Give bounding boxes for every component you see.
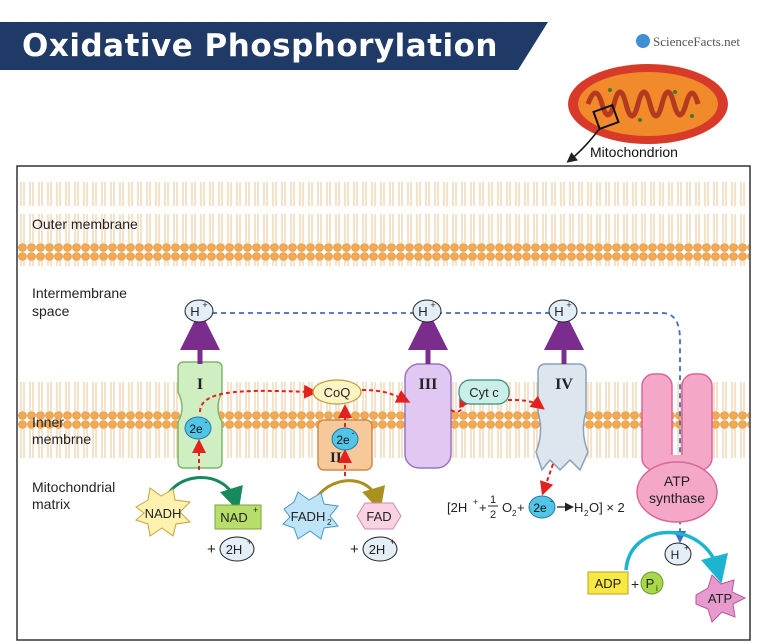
proton-bubble-2: H +: [412, 299, 442, 323]
proton-bubble-matrix: H +: [664, 542, 692, 566]
svg-text:-: -: [352, 428, 355, 438]
fad-molecule: [356, 502, 402, 530]
outer-membrane: [18, 182, 749, 266]
svg-text:+: +: [684, 543, 689, 553]
nadh-molecule: [135, 487, 192, 537]
electron-path-iv-water: [540, 463, 554, 496]
inner-membrane-label-2: membrne: [32, 431, 91, 447]
adp-plus-sign: +: [631, 576, 639, 592]
fad-2h-bubble: [362, 536, 398, 562]
electron-bubble-ii: 2e -: [331, 427, 359, 451]
inner-membrane: [18, 376, 749, 460]
electron-path-i-coq: [199, 384, 318, 413]
svg-text:[2H: [2H: [447, 500, 467, 515]
inner-membrane-label-1: Inner: [32, 414, 64, 430]
outer-membrane-label: Outer membrane: [32, 216, 138, 232]
nadh-label: NADH: [145, 506, 182, 521]
brand-logo: ScienceFacts.net: [636, 34, 740, 50]
svg-text:2: 2: [490, 509, 496, 521]
matrix-label-2: matrix: [32, 496, 70, 512]
atp-synthase-label-1: ATP: [664, 473, 690, 489]
fadh-molecule: [282, 491, 339, 540]
svg-text:2: 2: [327, 518, 332, 527]
adp-label: ADP: [595, 576, 622, 591]
svg-text:H: H: [190, 304, 199, 319]
intermembrane-label-2: space: [32, 303, 70, 319]
electron-path-cytc-iv: [507, 395, 545, 410]
svg-text:1: 1: [490, 494, 496, 506]
complex-iv: [535, 363, 589, 472]
nad-label: NAD: [220, 510, 247, 525]
title-banner: [0, 22, 548, 70]
svg-text:2H: 2H: [226, 542, 243, 557]
water-equation: [2H + + 1 2 O 2 + 2e - H 2 O] × 2: [447, 494, 625, 521]
svg-text:2: 2: [512, 509, 517, 518]
complex-i: [177, 361, 223, 469]
diagram-frame: [16, 165, 751, 641]
svg-text:+: +: [430, 300, 435, 310]
brand-icon: [636, 34, 650, 48]
svg-text:+: +: [566, 300, 571, 310]
pi-label: P: [646, 576, 655, 591]
coq-label: CoQ: [324, 385, 351, 400]
svg-text:H: H: [418, 304, 427, 319]
coq-carrier: [312, 379, 362, 405]
matrix-label-1: Mitochondrial: [32, 479, 115, 495]
svg-text:-: -: [205, 417, 208, 427]
adp-atp-arrow: [624, 530, 729, 584]
fad-plus-sign: +: [350, 541, 359, 558]
svg-text:+: +: [202, 300, 207, 310]
svg-text:H: H: [554, 304, 563, 319]
fad-label: FAD: [366, 509, 391, 524]
svg-text:-: -: [550, 496, 553, 506]
complex-ii-label: II: [330, 450, 342, 466]
svg-text:O: O: [502, 500, 512, 515]
svg-text:2e: 2e: [533, 501, 547, 515]
electron-bubble-i: 2e -: [184, 416, 212, 440]
cytc-label: Cyt c: [469, 385, 499, 400]
atp-label: ATP: [708, 591, 732, 606]
svg-text:2: 2: [584, 509, 589, 518]
svg-text:+: +: [517, 500, 525, 515]
proton-bubble-3: H +: [548, 299, 578, 323]
svg-text:i: i: [656, 584, 658, 593]
complex-i-label: I: [197, 376, 203, 393]
svg-text:H: H: [574, 500, 583, 515]
atp-synthase-label-2: synthase: [649, 490, 705, 506]
intermembrane-label-1: Intermembrane: [32, 285, 127, 301]
svg-text:+: +: [479, 500, 487, 515]
fadh-label: FADH: [291, 509, 326, 524]
proton-return-path: [212, 312, 687, 544]
nad-2h-bubble: [219, 536, 255, 562]
complex-iv-label: IV: [555, 376, 573, 393]
mitochondrion-label: Mitochondrion: [590, 144, 678, 160]
svg-text:+: +: [473, 497, 478, 507]
atp-molecule: [695, 574, 747, 623]
svg-text:2H: 2H: [369, 542, 386, 557]
cytc-carrier: [458, 379, 510, 405]
page-title: Oxidative Phosphorylation: [22, 28, 499, 64]
nad-plus-sign: +: [207, 541, 216, 558]
atp-synthase: [636, 373, 718, 523]
adp-molecule: [587, 571, 629, 595]
nad-charge: +: [253, 505, 258, 515]
brand-text: ScienceFacts.net: [653, 34, 740, 49]
complex-iii-label: III: [419, 376, 438, 393]
mitochondrion-illustration: [566, 64, 728, 163]
svg-text:H: H: [671, 548, 680, 562]
svg-text:2e: 2e: [336, 433, 350, 447]
svg-text:+: +: [390, 537, 395, 547]
svg-text:2e: 2e: [189, 422, 203, 436]
pi-molecule: [640, 571, 664, 595]
svg-text:+: +: [247, 537, 252, 547]
proton-bubble-1: H +: [184, 299, 214, 323]
svg-text:O] × 2: O] × 2: [589, 500, 625, 515]
nad-molecule: [214, 504, 262, 530]
